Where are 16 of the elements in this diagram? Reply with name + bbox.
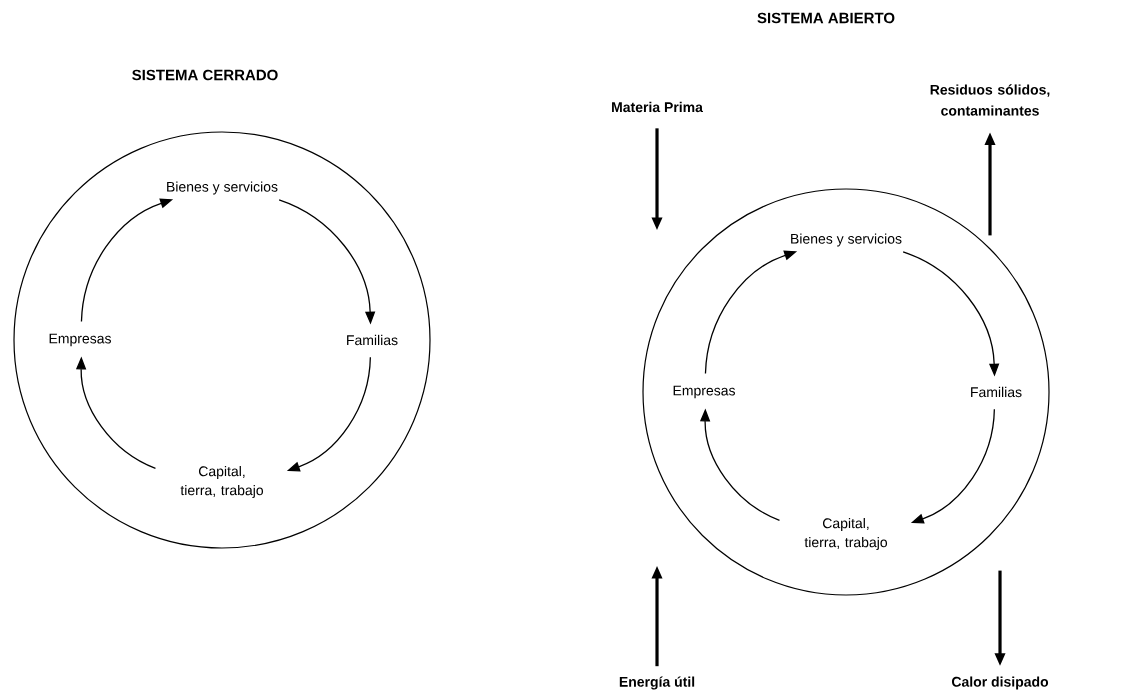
- flow-label: Energía útil: [619, 676, 695, 690]
- flow-label: Familias: [347, 334, 398, 346]
- flow-label: Capital, tierra, trabajo: [180, 465, 264, 498]
- flow-label: Familias: [971, 386, 1022, 398]
- flow-label: Empresas: [673, 385, 735, 399]
- system-circle: [642, 188, 1050, 596]
- system-circle: [13, 131, 431, 549]
- flow-label: Materia Prima: [612, 101, 703, 113]
- flow-label: Calor disipado: [952, 676, 1049, 690]
- heading: SISTEMA ABIERTO: [757, 12, 895, 24]
- flow-label: Residuos sólidos, contaminantes: [930, 84, 1050, 116]
- flow-label: Bienes y servicios: [167, 181, 278, 195]
- flow-label: Empresas: [49, 333, 111, 347]
- heading: SISTEMA CERRADO: [132, 69, 278, 81]
- flow-label: Bienes y servicios: [791, 233, 902, 247]
- flow-label: Capital, tierra, trabajo: [804, 517, 888, 550]
